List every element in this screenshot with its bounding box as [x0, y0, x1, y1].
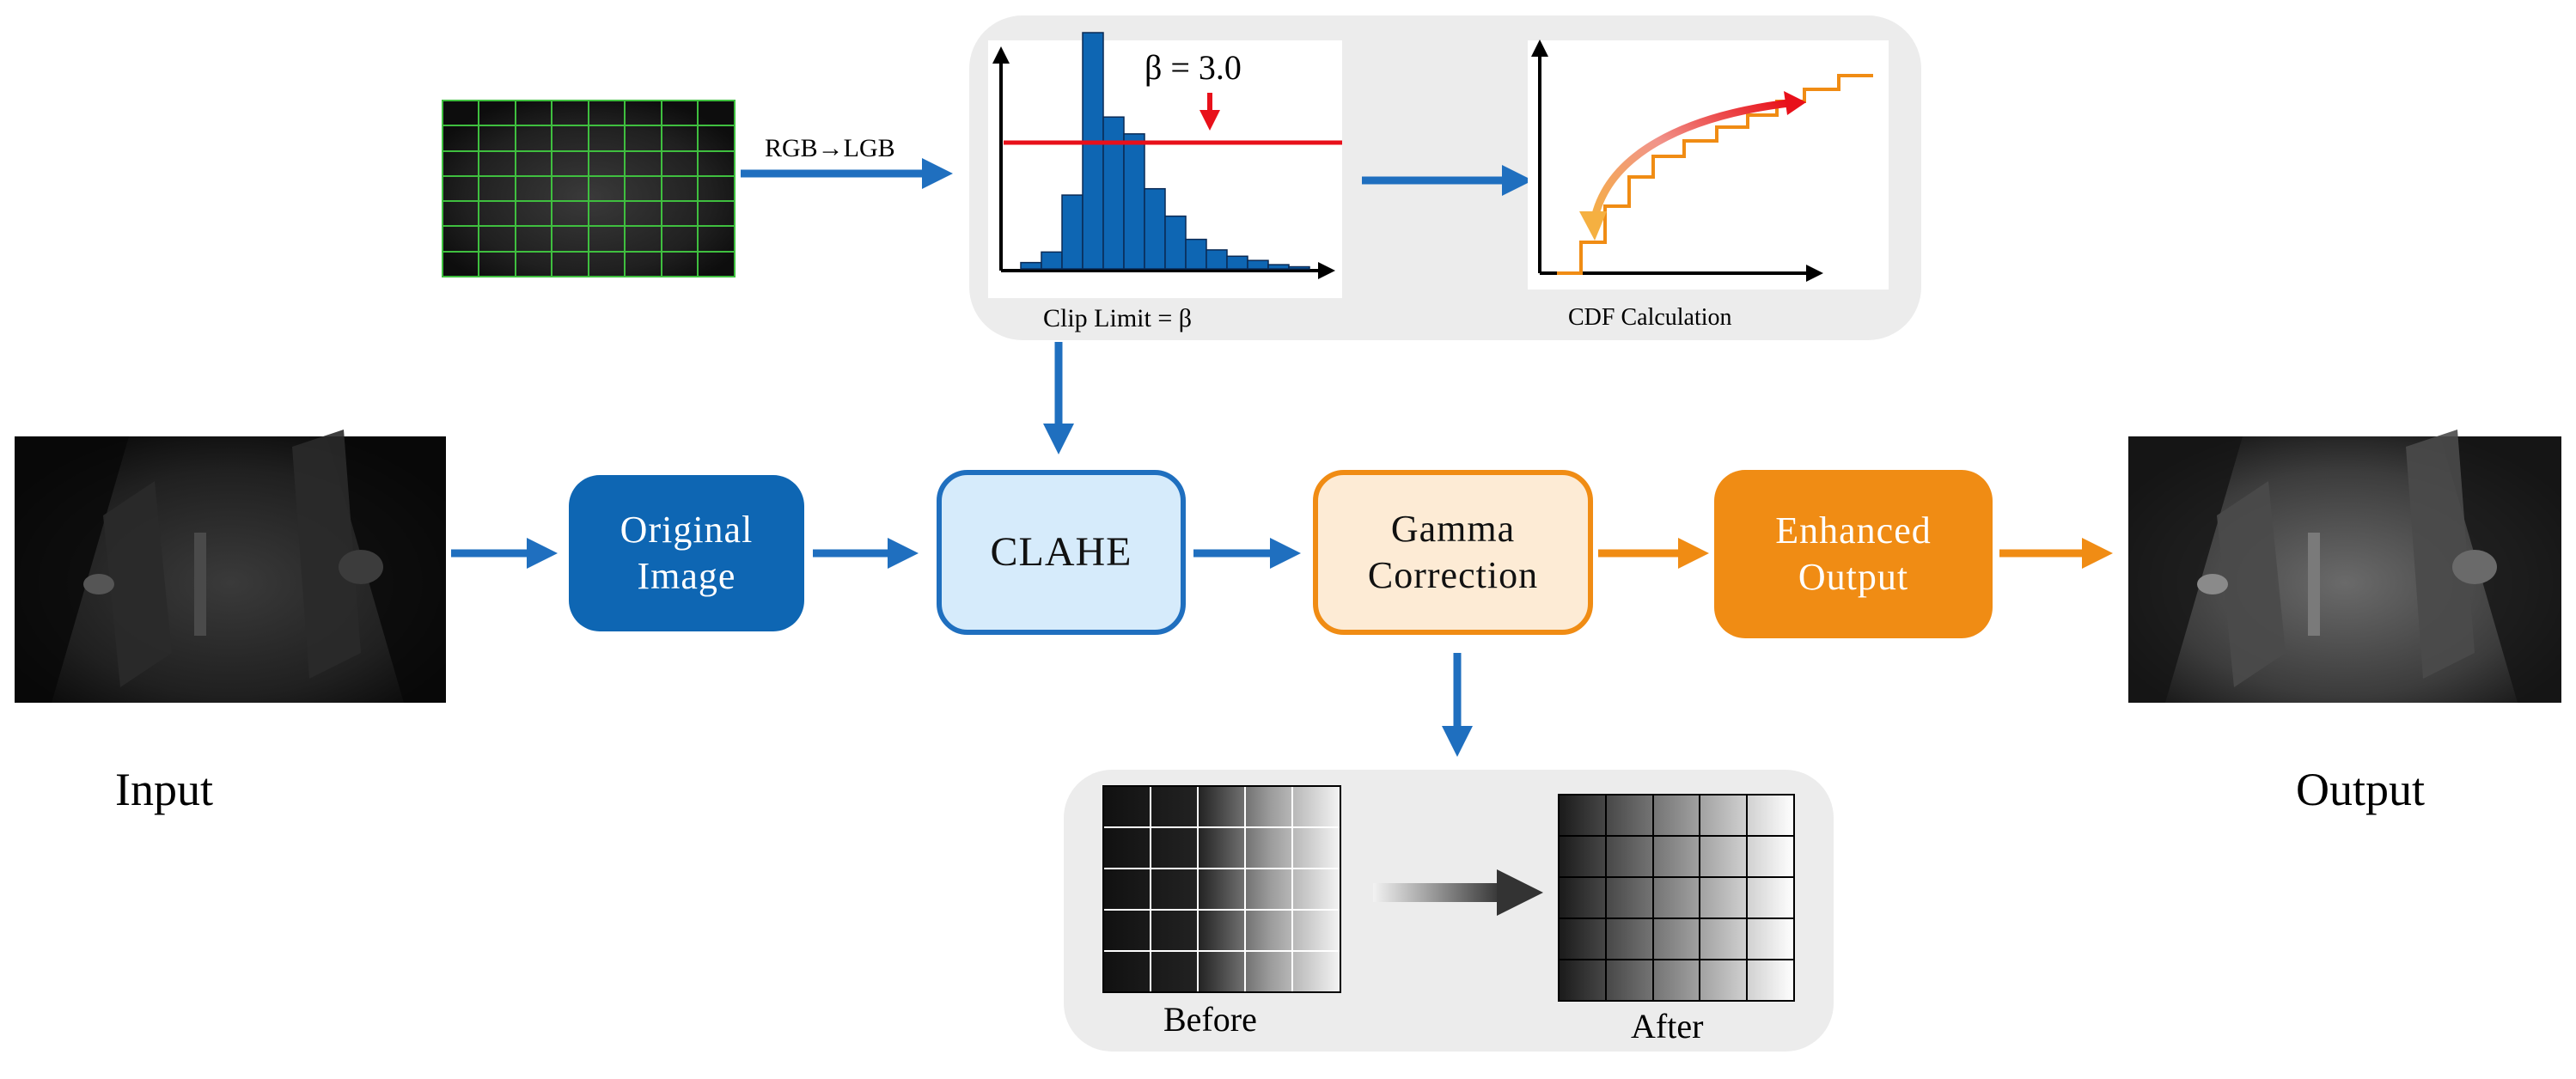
histogram-bar: [1288, 265, 1310, 270]
before-label: Before: [1163, 1000, 1257, 1039]
before-gradient-grid: [1102, 785, 1341, 993]
gamma-correction-label: Gamma Correction: [1367, 508, 1539, 596]
histogram-bar: [1206, 249, 1228, 270]
histogram-bar: [1123, 133, 1145, 270]
histogram-bar: [1144, 187, 1166, 270]
after-label: After: [1631, 1007, 1703, 1045]
input-label: Input: [115, 764, 213, 815]
histogram-bar: [1267, 264, 1290, 270]
cdf-mapping-arrowhead-right: [1784, 91, 1806, 115]
cdf-mapping-arrowhead-left: [1579, 211, 1607, 241]
tile-grid-image: [442, 100, 736, 277]
cdf-step-curve: [1557, 74, 1873, 275]
histogram-bar: [1020, 261, 1042, 270]
before-after-arrowhead: [1497, 869, 1543, 916]
clahe-node: CLAHE: [937, 470, 1186, 635]
cdf-mapping-arrow: [1590, 99, 1790, 223]
beta-label: β = 3.0: [1145, 48, 1242, 87]
clip-limit-label: Clip Limit = β: [1043, 304, 1192, 332]
cdf-axes: [1531, 40, 1823, 282]
histogram-bar: [1185, 238, 1207, 270]
gamma-correction-node: Gamma Correction: [1313, 470, 1593, 635]
color-space-label: RGB→LGB: [765, 134, 895, 162]
input-photo: [15, 430, 446, 703]
enhanced-output-node: Enhanced Output: [1714, 470, 1993, 638]
output-label: Output: [2296, 764, 2426, 815]
output-photo: [2128, 430, 2561, 703]
before-after-arrow-shaft: [1373, 883, 1502, 902]
clahe-label: CLAHE: [990, 529, 1132, 575]
histogram-bar: [1041, 251, 1063, 270]
histogram-axes: [992, 46, 1335, 279]
histogram-bar: [1102, 116, 1125, 270]
original-image-label: Original Image: [620, 509, 754, 597]
cdf-label: CDF Calculation: [1568, 304, 1732, 331]
after-gradient-grid: [1558, 794, 1795, 1002]
enhanced-output-label: Enhanced Output: [1775, 509, 1932, 598]
histogram-bar: [1082, 32, 1104, 270]
histogram-bars: [1020, 32, 1310, 270]
original-image-node: Original Image: [569, 475, 804, 631]
histogram-bar: [1226, 255, 1248, 270]
histogram-bar: [1061, 194, 1084, 270]
cdf-panel: [1528, 40, 1889, 290]
histogram-bar: [1164, 215, 1187, 270]
histogram-bar: [1247, 259, 1269, 270]
